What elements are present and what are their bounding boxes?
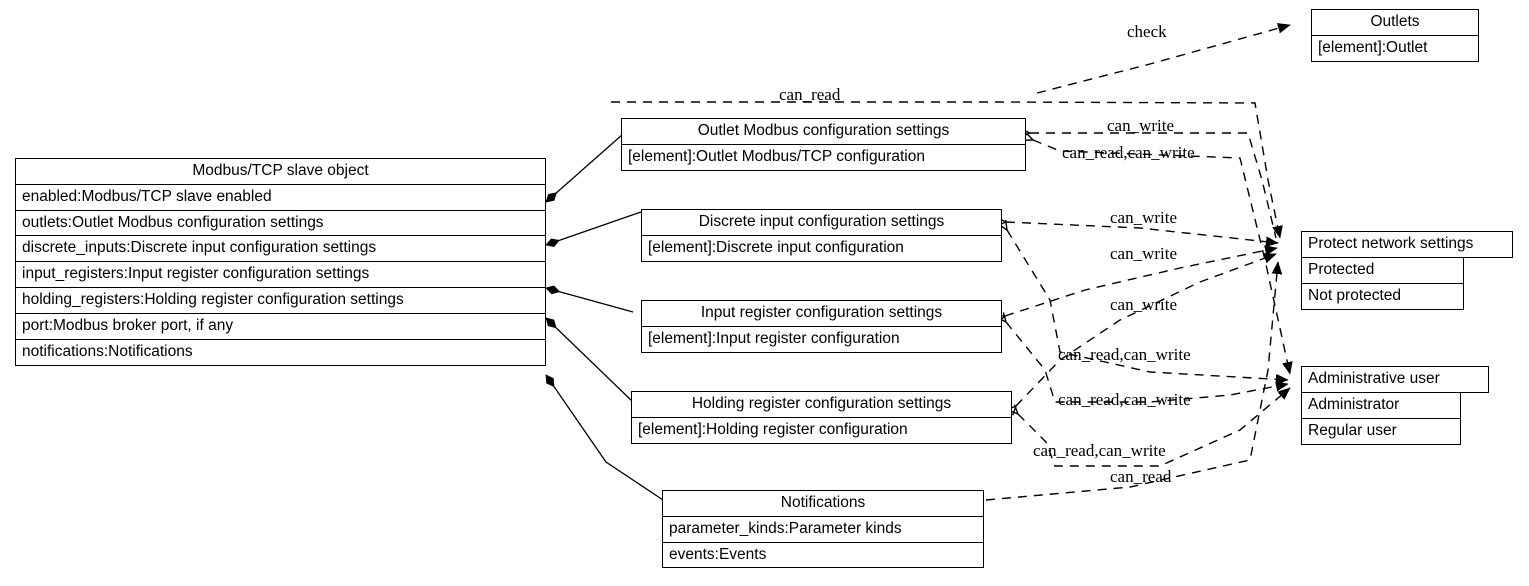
class-attribute-notifications: notifications:Notifications xyxy=(16,338,545,365)
class-attribute-outlets: outlets:Outlet Modbus configuration sett… xyxy=(16,209,545,236)
edge-label-can-write-outlet: can_write xyxy=(1107,116,1175,135)
class-box-notifications[interactable]: Notifications parameter_kinds:Parameter … xyxy=(662,490,984,569)
class-attribute-holding-register-element: [element]:Holding register configuration xyxy=(632,416,1011,443)
class-box-outlets[interactable]: Outlets [element]:Outlet xyxy=(1311,9,1479,62)
class-box-discrete-input-configuration-settings[interactable]: Discrete input configuration settings [e… xyxy=(641,209,1002,262)
class-attribute-input-register-element: [element]:Input register configuration xyxy=(642,325,1001,352)
class-box-input-register-configuration-settings[interactable]: Input register configuration settings [e… xyxy=(641,300,1002,353)
class-attribute-parameter-kinds: parameter_kinds:Parameter kinds xyxy=(663,515,983,542)
class-attribute-events: events:Events xyxy=(663,541,983,568)
edge-label-can-write-discrete: can_write xyxy=(1110,208,1178,227)
class-title-notifications: Notifications xyxy=(780,494,866,511)
class-box-modbus-tcp-slave-object[interactable]: Modbus/TCP slave object enabled:Modbus/T… xyxy=(15,158,546,366)
edge-label-can-read-write-3: can_read,can_write xyxy=(1033,441,1166,460)
class-title-outlets: Outlets xyxy=(1370,13,1420,30)
edge-label-can-read-top: can_read xyxy=(779,85,841,104)
enum-value-not-protected: Not protected xyxy=(1301,284,1464,310)
enum-value-administrator: Administrator xyxy=(1301,393,1461,419)
enum-value-protected: Protected xyxy=(1301,258,1464,284)
composition-discrete-inputs xyxy=(545,211,642,247)
edge-label-can-read-write-1: can_read,can_write xyxy=(1058,345,1191,364)
enum-title-administrative-user: Administrative user xyxy=(1301,366,1489,393)
enum-value-regular-user: Regular user xyxy=(1301,419,1461,445)
edge-label-can-read-write-outlet: can_read,can_write xyxy=(1062,143,1195,162)
class-attribute-holding-registers: holding_registers:Holding register confi… xyxy=(16,287,545,313)
dependency-can-write-holding xyxy=(1016,254,1276,406)
class-attribute-discrete-input-element: [element]:Discrete input configuration xyxy=(642,234,1001,261)
composition-holding-registers xyxy=(545,317,634,403)
class-attribute-port: port:Modbus broker port, if any xyxy=(16,312,545,339)
class-title-input-register-configuration-settings: Input register configuration settings xyxy=(700,304,943,321)
edge-label-can-write-holding: can_write xyxy=(1110,295,1178,314)
class-title-outlet-modbus-configuration-settings: Outlet Modbus configuration settings xyxy=(697,122,950,139)
enum-title-protect-network-settings: Protect network settings xyxy=(1301,231,1513,258)
composition-outlets xyxy=(545,126,632,203)
edge-label-check: check xyxy=(1127,22,1167,41)
class-box-outlet-modbus-configuration-settings[interactable]: Outlet Modbus configuration settings [el… xyxy=(621,118,1026,171)
enum-box-protect-network-settings[interactable]: Protect network settings Protected Not p… xyxy=(1301,231,1513,310)
class-box-holding-register-configuration-settings[interactable]: Holding register configuration settings … xyxy=(631,391,1012,444)
class-attribute-discrete-inputs: discrete_inputs:Discrete input configura… xyxy=(16,235,545,261)
enum-box-administrative-user[interactable]: Administrative user Administrator Regula… xyxy=(1301,366,1489,445)
class-attribute-outlet-modbus-element: [element]:Outlet Modbus/TCP configuratio… xyxy=(622,143,1025,170)
class-attribute-enabled: enabled:Modbus/TCP slave enabled xyxy=(16,183,545,210)
class-attribute-outlets-element: [element]:Outlet xyxy=(1312,34,1478,61)
class-title-holding-register-configuration-settings: Holding register configuration settings xyxy=(691,395,952,412)
composition-input-registers xyxy=(545,285,634,313)
class-title-modbus-tcp-slave-object: Modbus/TCP slave object xyxy=(192,162,369,179)
edge-label-can-read-bottom: can_read xyxy=(1110,467,1172,486)
class-attribute-input-registers: input_registers:Input register configura… xyxy=(16,261,545,287)
edge-label-can-write-input: can_write xyxy=(1110,244,1178,263)
class-title-discrete-input-configuration-settings: Discrete input configuration settings xyxy=(698,213,945,230)
edge-label-can-read-write-2: can_read,can_write xyxy=(1058,390,1191,409)
